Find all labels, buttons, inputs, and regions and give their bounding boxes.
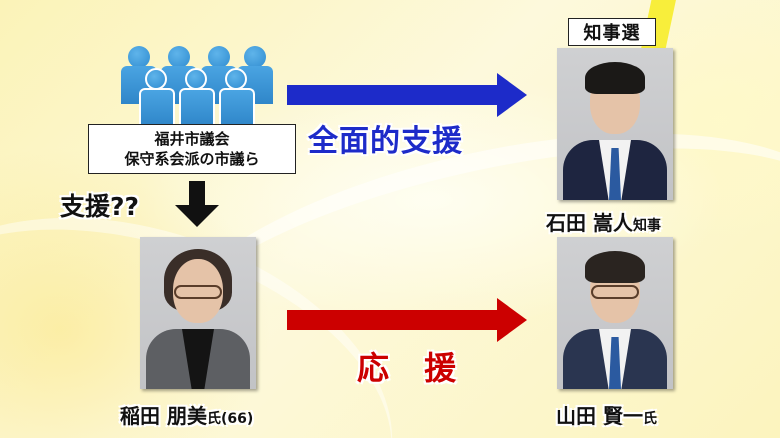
full-support-label: 全面的支援 [308,124,463,159]
inada-suffix-age: 氏(66) [206,411,254,427]
ishida-name-main: 石田 嵩人 [546,211,633,235]
yamada-portrait [557,237,673,389]
cheer-label: 応 援 [357,349,469,387]
yamada-suffix: 氏 [642,411,657,427]
full-support-arrow-icon [287,73,527,117]
council-name: 福井市議会 [154,130,230,148]
council-faction: 保守系会派の市議ら [124,150,260,168]
inada-name: 稲田 朋美氏(66) [120,400,253,429]
yamada-name-main: 山田 賢一 [556,404,643,428]
support-question-label: 支援?? [60,192,140,221]
yamada-name: 山田 賢一氏 [556,400,657,429]
council-group-label: 福井市議会 保守系会派の市議ら [88,124,296,174]
ishida-portrait [557,48,673,200]
people-group-icon [117,46,273,128]
inada-portrait [140,237,256,389]
cheer-arrow-icon [287,298,527,342]
ishida-name: 石田 嵩人知事 [546,207,661,236]
ishida-title: 知事 [632,218,661,234]
election-tag: 知事選 [568,18,656,46]
down-arrow-icon [175,181,219,231]
inada-name-main: 稲田 朋美 [120,404,207,428]
